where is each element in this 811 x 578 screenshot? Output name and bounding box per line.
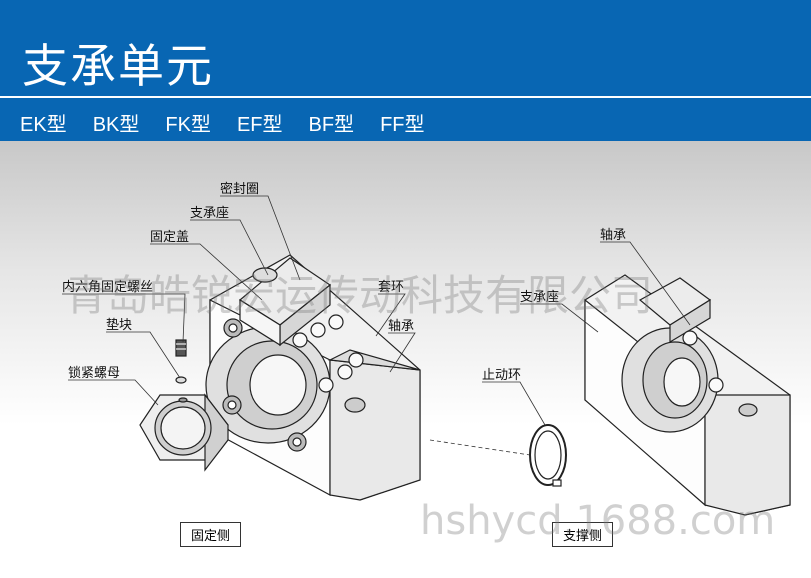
header-banner: 支承单元 EK型 BK型 FK型 EF型 BF型 FF型 (0, 0, 811, 141)
label-hex-screw: 内六角固定螺丝 (62, 280, 154, 295)
label-lock-nut: 锁紧螺母 (68, 366, 121, 381)
model-label: EK型 (20, 114, 67, 136)
support-side-leaders (482, 241, 691, 426)
label-snap-ring: 止动环 (482, 368, 522, 383)
watermark-site: hshycd.1688.com (420, 498, 776, 544)
fixed-side-caption: 固定侧 (180, 522, 242, 547)
spacer-block (175, 376, 187, 384)
label-support-housing: 支承座 (520, 290, 560, 305)
fixed-side-cover (238, 257, 332, 347)
fixed-side-leaders (62, 195, 416, 406)
page-title: 支承单元 (22, 39, 214, 93)
model-label: FK型 (165, 114, 211, 136)
label-support-bearing: 轴承 (600, 228, 627, 243)
snap-ring (529, 424, 567, 487)
label-seal: 密封圈 (220, 182, 260, 197)
label-spacer: 垫块 (106, 318, 133, 333)
label-housing: 支承座 (190, 206, 230, 221)
label-bearing: 轴承 (388, 319, 415, 334)
model-label: BF型 (308, 114, 355, 136)
model-list: EK型 BK型 FK型 EF型 BF型 FF型 (20, 108, 451, 137)
support-side-caption: 支撑侧 (552, 522, 614, 547)
header-divider (0, 96, 811, 98)
lock-nut (139, 393, 229, 472)
label-collar: 套环 (378, 280, 405, 295)
support-side-cover (638, 277, 724, 393)
hex-screw (175, 339, 187, 357)
model-label: BK型 (92, 114, 140, 136)
watermark-company: 青岛皓锐宏运传动科技有限公司 (65, 271, 654, 320)
fixed-side-bearing-balls (292, 314, 364, 393)
label-cover: 固定盖 (150, 230, 190, 245)
shaft-axis-line (429, 439, 531, 456)
model-label: FF型 (380, 114, 425, 136)
model-label: EF型 (236, 114, 283, 136)
fixed-side-housing (205, 254, 421, 501)
